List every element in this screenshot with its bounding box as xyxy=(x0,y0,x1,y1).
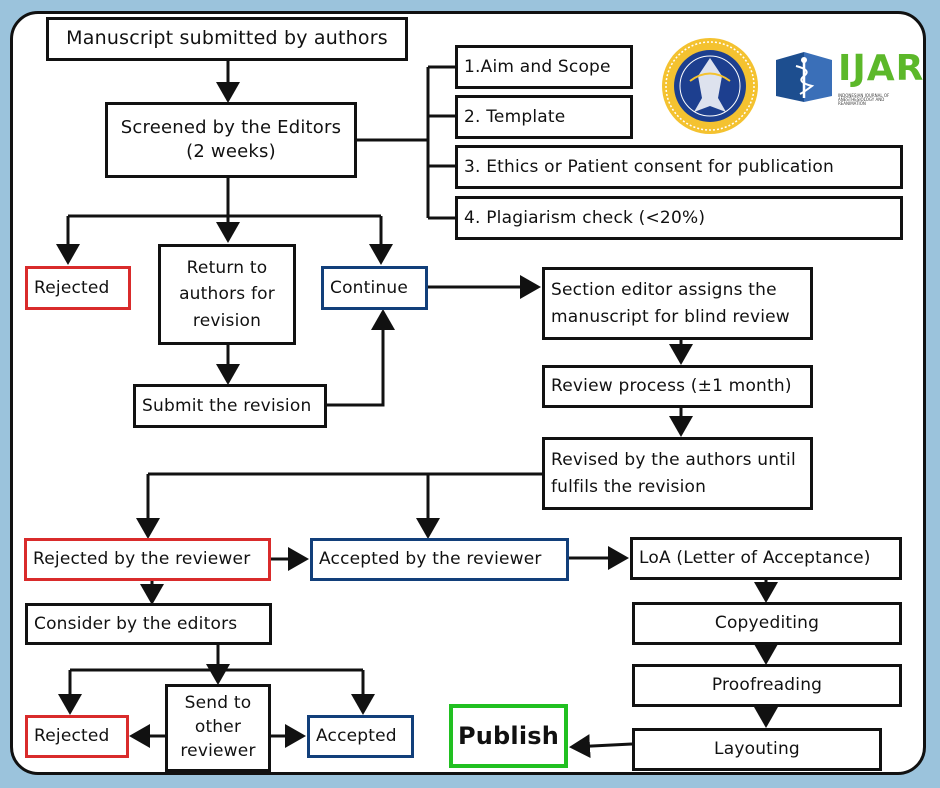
check-aim-scope: 1.Aim and Scope xyxy=(455,45,633,89)
step-consider-by-editors: Consider by the editors xyxy=(25,603,272,645)
step-submit-revision: Submit the revision xyxy=(133,384,327,428)
university-seal-icon xyxy=(662,38,758,134)
step-rejected-final: Rejected xyxy=(25,715,129,758)
step-revised-by-authors: Revised by the authors until fulfils the… xyxy=(542,437,813,510)
step-return-to-authors: Return to authors for revision xyxy=(158,244,296,345)
bracket-checks xyxy=(355,65,455,220)
step-accepted-by-reviewer: Accepted by the reviewer xyxy=(310,538,569,581)
step-publish: Publish xyxy=(449,704,568,768)
arrow-revised-split xyxy=(146,472,544,536)
step-manuscript-submitted: Manuscript submitted by authors xyxy=(46,17,408,61)
step-letter-of-acceptance: LoA (Letter of Acceptance) xyxy=(630,537,902,580)
step-rejected-initial: Rejected xyxy=(25,266,131,310)
step-proofreading: Proofreading xyxy=(632,664,902,707)
journal-subtitle: INDONESIAN JOURNAL OF ANESTHESIOLOGY AND… xyxy=(838,93,890,106)
step-rejected-by-reviewer: Rejected by the reviewer xyxy=(24,538,271,581)
arrow-submit-to-continue xyxy=(325,309,395,407)
step-review-process: Review process (±1 month) xyxy=(542,365,813,408)
step-section-editor: Section editor assigns the manuscript fo… xyxy=(542,267,813,340)
step-continue: Continue xyxy=(321,266,428,310)
step-layouting: Layouting xyxy=(632,728,882,771)
step-copyediting: Copyediting xyxy=(632,602,902,645)
journal-name: IJAR xyxy=(838,48,925,89)
step-accepted-final: Accepted xyxy=(307,715,414,758)
arrow-consider-split xyxy=(70,643,363,672)
step-send-to-other-reviewer: Send to other reviewer xyxy=(165,684,271,772)
caduceus-icon xyxy=(776,52,832,102)
check-template: 2. Template xyxy=(455,95,633,139)
check-ethics: 3. Ethics or Patient consent for publica… xyxy=(455,145,903,189)
check-plagiarism: 4. Plagiarism check (<20%) xyxy=(455,196,903,240)
arrow-screened-split xyxy=(68,176,381,218)
arrow-layouting-to-publish xyxy=(569,734,633,759)
step-screened-by-editors: Screened by the Editors (2 weeks) xyxy=(105,102,357,178)
